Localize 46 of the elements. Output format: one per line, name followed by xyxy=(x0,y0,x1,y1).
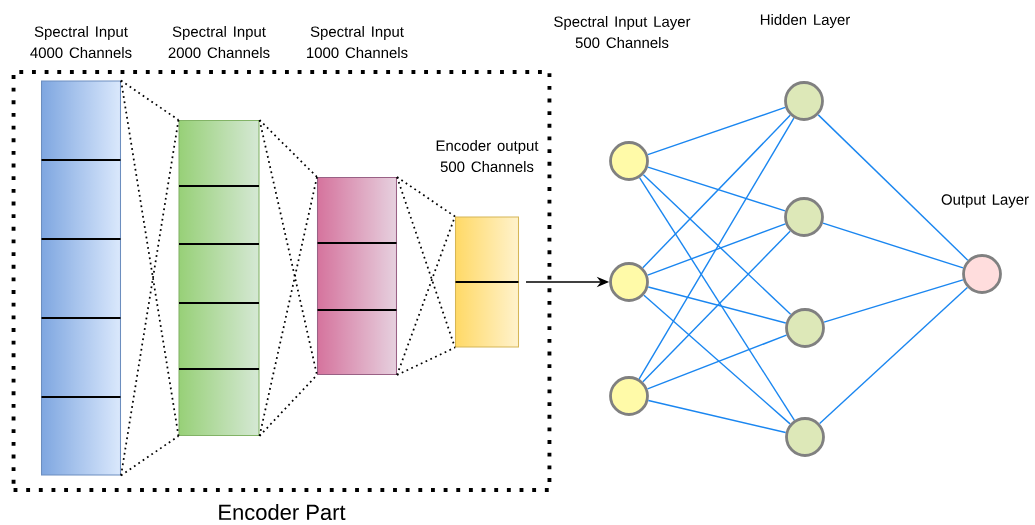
connection-line xyxy=(642,174,792,315)
layer-bar xyxy=(178,120,260,436)
layer-heading: Spectral Input 4000 Channels xyxy=(30,25,132,58)
layer-bar xyxy=(454,216,520,348)
projection-line xyxy=(120,79,180,121)
projection-line xyxy=(396,176,456,218)
connection-line xyxy=(647,286,787,324)
connection-line xyxy=(638,117,795,380)
neuron-circle xyxy=(785,417,825,457)
connection-line xyxy=(642,114,791,269)
layer-heading: Spectral Input Layer 500 Channels xyxy=(554,15,691,48)
connection-line xyxy=(642,230,791,383)
projection-line xyxy=(258,119,318,376)
connection-line xyxy=(643,294,791,425)
layer-heading: Hidden Layer xyxy=(760,14,850,28)
projection-line xyxy=(120,119,180,477)
neuron-circle xyxy=(784,81,824,121)
frame-caption: Encoder Part xyxy=(219,503,346,521)
connection-line xyxy=(647,106,786,156)
layer-heading: Encoder output 500 Channels xyxy=(436,139,539,172)
projection-line xyxy=(258,176,318,437)
layer-heading: Output Layer xyxy=(941,194,1029,208)
layer-heading: Spectral Input 1000 Channels xyxy=(307,25,408,58)
projection-line xyxy=(258,374,318,437)
neuron-circle xyxy=(609,376,649,416)
connection-line xyxy=(646,223,787,276)
connection-line xyxy=(639,177,795,421)
layer-bar xyxy=(316,177,398,375)
neuron-circle xyxy=(609,262,649,302)
projection-line xyxy=(396,176,456,349)
layer-heading: Spectral Input 2000 Channels xyxy=(168,25,270,58)
layer-bar xyxy=(40,80,122,476)
connection-line xyxy=(647,166,786,212)
neuron-circle xyxy=(609,141,649,181)
projection-line xyxy=(396,346,456,376)
connection-line xyxy=(647,399,787,434)
connection-line xyxy=(823,279,964,323)
connection-line xyxy=(822,222,964,269)
connection-line xyxy=(818,286,969,425)
neuron-circle xyxy=(785,308,825,348)
neuron-circle xyxy=(962,254,1002,294)
neuron-circle xyxy=(784,197,824,237)
connection-line xyxy=(817,114,969,261)
connection-line xyxy=(646,334,788,390)
projection-line xyxy=(120,435,180,477)
projection-line xyxy=(120,79,180,437)
